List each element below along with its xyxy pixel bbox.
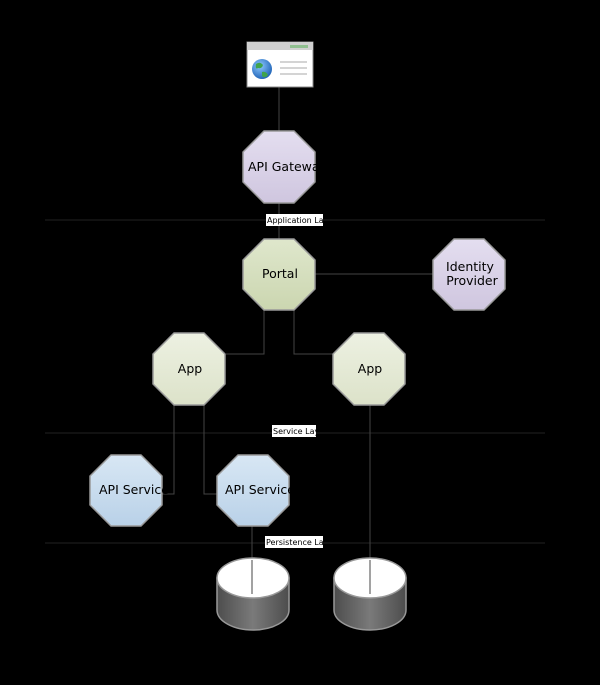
api-service-right-label: API Service xyxy=(225,482,295,497)
node-app-right: App xyxy=(332,332,406,406)
api-gateway-label: API Gateway xyxy=(248,159,328,174)
app-right-label: App xyxy=(358,361,382,376)
portal-label: Portal xyxy=(262,266,298,281)
database-left xyxy=(216,557,290,631)
client-browser xyxy=(246,41,314,88)
node-api-service-left: API Service xyxy=(89,454,169,527)
identity-provider-label-line2: Provider xyxy=(446,273,498,288)
node-api-gateway: API Gateway xyxy=(242,130,328,204)
layer-label-persistence: Persistence Layer xyxy=(265,536,337,548)
node-portal: Portal xyxy=(242,238,316,311)
edge-portal-app-left xyxy=(226,310,265,355)
identity-provider-label-line1: Identity xyxy=(446,259,495,274)
edge-app-left-service-left xyxy=(162,405,175,495)
node-app-left: App xyxy=(152,332,226,406)
application-layer-label: Application Layer xyxy=(267,216,337,225)
svg-text:Identity Provider: Identity Provider xyxy=(446,259,499,288)
node-api-service-right: API Service xyxy=(216,454,295,527)
node-identity-provider: Identity Provider xyxy=(432,238,506,311)
edge-portal-app-right xyxy=(293,310,334,355)
layer-label-application: Application Layer xyxy=(266,214,337,226)
edge-app-left-service-right xyxy=(203,405,217,495)
service-layer-label: Service Layer xyxy=(273,427,328,436)
api-service-left-label: API Service xyxy=(99,482,169,497)
database-right xyxy=(333,557,407,631)
app-left-label: App xyxy=(178,361,202,376)
persistence-layer-label: Persistence Layer xyxy=(266,538,337,547)
layer-label-service: Service Layer xyxy=(272,425,328,437)
